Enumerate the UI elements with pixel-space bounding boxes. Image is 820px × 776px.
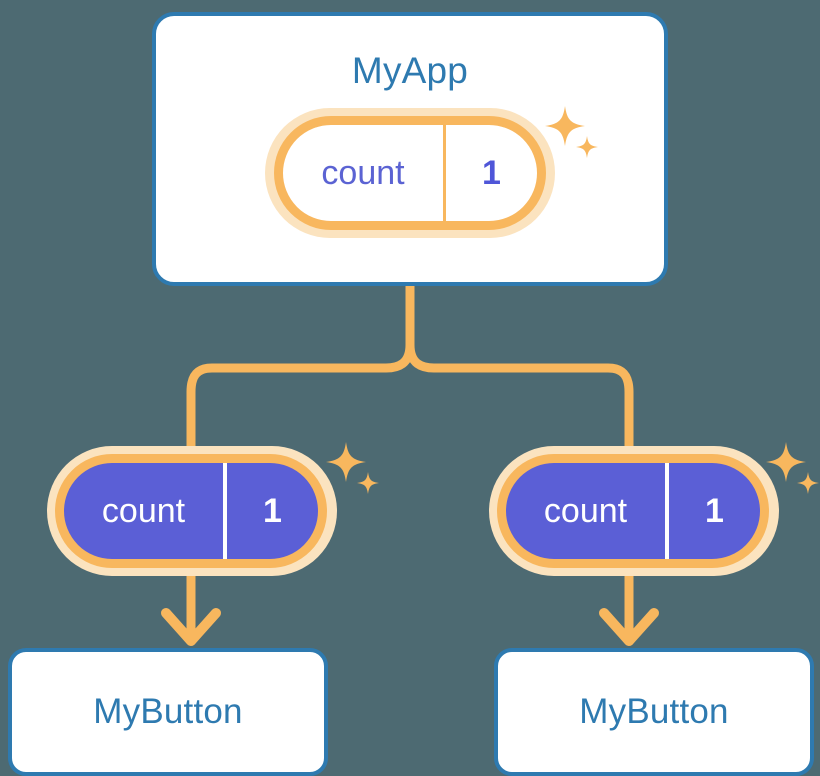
state-value-label: 1 [482,153,501,192]
state-value-label: 1 [705,491,724,530]
state-value-label: 1 [263,491,282,530]
state-key-label: count [64,463,227,559]
arrow-down-icon-right [599,608,659,646]
component-card-label: MyButton [93,692,243,731]
component-card-mybutton-1[interactable]: MyButton [494,648,814,776]
page-title: MyApp [351,50,469,91]
state-pill-root[interactable]: count 1 [274,116,546,230]
state-pill-child-0[interactable]: count 1 [55,454,327,568]
state-key-label: count [506,463,669,559]
component-card-label: MyButton [579,692,729,731]
arrow-down-icon-left [161,608,221,646]
state-key-label: count [283,125,446,221]
component-card-mybutton-0[interactable]: MyButton [8,648,328,776]
state-pill-child-1[interactable]: count 1 [497,454,769,568]
